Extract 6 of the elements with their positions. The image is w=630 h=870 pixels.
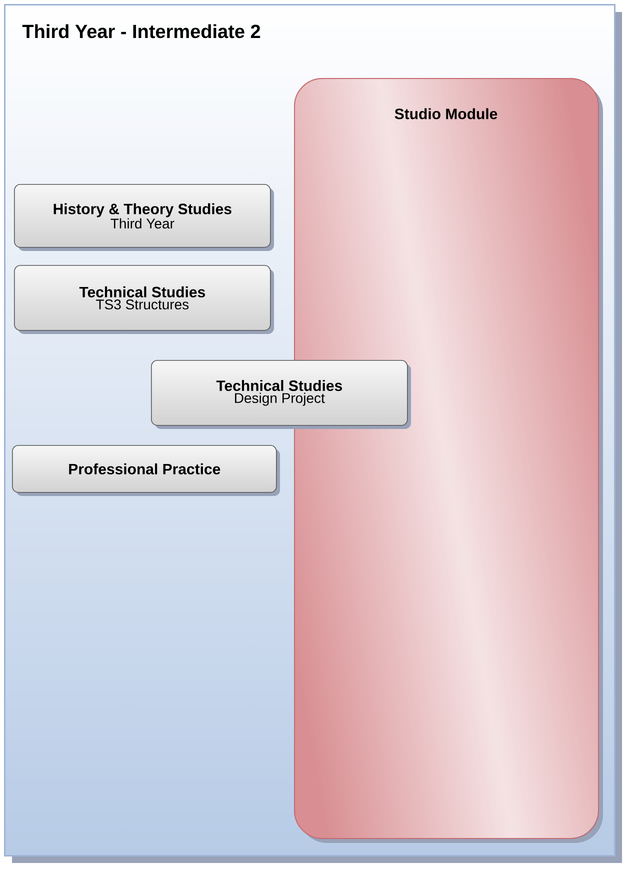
module-box: Technical Studies TS3 Structures xyxy=(14,265,274,334)
module-box: Technical Studies Design Project xyxy=(151,360,411,429)
module-box: Professional Practice xyxy=(12,445,280,496)
panel xyxy=(4,4,616,856)
title: Third Year - Intermediate 2 xyxy=(22,24,260,38)
module-box: History & Theory Studies Third Year xyxy=(14,184,274,251)
